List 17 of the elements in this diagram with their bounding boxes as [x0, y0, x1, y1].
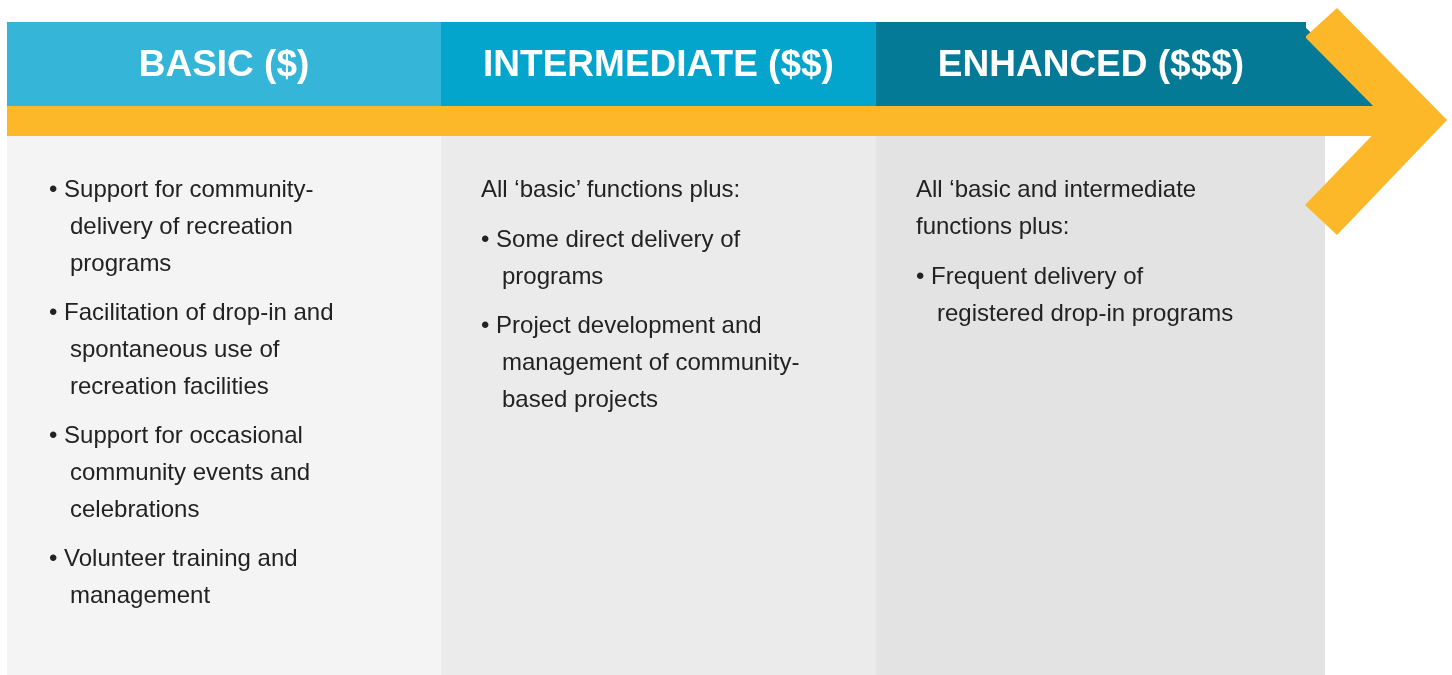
bullet-item: • Some direct delivery of programs	[481, 224, 742, 291]
tier-title: ENHANCED ($$$)	[937, 43, 1245, 85]
bullet-item: • Support for community-delivery of recreation programs	[49, 174, 315, 278]
intro-text: All ‘basic’ functions plus:	[481, 174, 742, 204]
tier-panel	[7, 136, 441, 675]
bullet-item: • Volunteer training and management	[49, 543, 299, 610]
bullet-item: • Project development and management of community-based projects	[481, 310, 801, 414]
tier-title: INTERMEDIATE ($$)	[483, 43, 834, 85]
bullet-item: • Frequent delivery of registered drop-in programs	[916, 261, 1235, 328]
tier-header-band	[441, 22, 876, 106]
tier-header-band	[7, 22, 441, 106]
bullet-item: • Facilitation of drop-in and spontaneous use of recreation facilities	[49, 297, 335, 401]
bullet-item: • Support for occasional community events and celebrations	[49, 420, 312, 524]
tier-panel	[441, 136, 876, 675]
intro-text: All ‘basic and intermediate functions plus:	[916, 174, 1198, 241]
tier-title: BASIC ($)	[138, 43, 310, 85]
tier-panel	[876, 136, 1325, 675]
